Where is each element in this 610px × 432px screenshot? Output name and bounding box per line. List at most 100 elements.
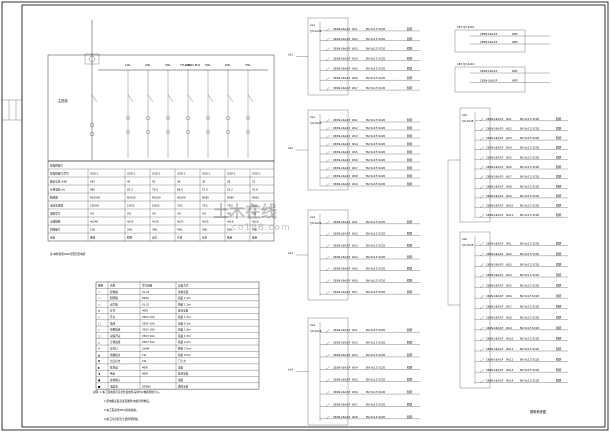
circuit-id: WL8: [506, 315, 512, 319]
breaker-text: C65N-16A/1P: [486, 368, 504, 372]
breaker-contact: [325, 77, 331, 81]
breaker-text: C65N-16A/1P: [333, 328, 351, 332]
circuit-id: WL5: [352, 150, 358, 154]
circuit-id: WL11: [506, 347, 514, 351]
breaker-text: C65N-16A/1P: [486, 175, 504, 179]
spec-cell: 57.0: [202, 188, 208, 192]
legend-cell: 墙装: [178, 365, 184, 369]
panel-feed: YJV-4x25: [310, 121, 322, 125]
spec-cell: YJV: [252, 212, 256, 216]
breaker-contact: [479, 127, 485, 131]
spec-cell: YJV: [152, 212, 156, 216]
legend-symbol: △: [98, 341, 100, 344]
panel-name: AL6: [462, 237, 467, 241]
breaker-text: C65N-16A/1P: [486, 262, 504, 266]
legend-cell: 排风扇: [110, 365, 118, 369]
drawing-title: 照明系统图: [530, 409, 546, 414]
legend-cell: 暗装 1.3m: [178, 315, 191, 319]
legend-cell: 壁装 2.5m: [178, 347, 191, 351]
breaker-text: C65N-16A/1P: [486, 379, 504, 383]
cable-text: BV-3x2.5 SC20: [520, 165, 539, 169]
legend-cell: PZ30: [142, 296, 149, 300]
legend-cell: 接地端子: [110, 378, 121, 382]
spec-cell: 75/5: [202, 204, 208, 208]
cable-text: BV-3x2.5 SC20: [366, 166, 385, 170]
load-text: 照明: [407, 37, 413, 41]
spec-cell: 4x35: [127, 220, 134, 224]
breaker-text: C65N-16A/1P: [486, 117, 504, 121]
circuit-id: WL2: [352, 126, 358, 130]
breaker-contact: [479, 146, 485, 150]
ct-icon: [206, 116, 210, 120]
feeder-tag: 5WL: [205, 63, 211, 67]
legend-symbol: □: [98, 335, 101, 338]
ct-icon: [126, 130, 130, 134]
breaker-contact: [325, 329, 331, 333]
load-text: 照明: [556, 155, 562, 159]
load-text: 照明: [556, 368, 562, 372]
load-text: 照明: [407, 390, 413, 394]
panel-name: AL2: [310, 115, 315, 119]
breaker-contact: [147, 94, 154, 103]
load-text: 照明: [407, 142, 413, 146]
circuit-id: WL4: [352, 365, 358, 369]
breaker-text: C65N-16A/1P: [333, 278, 351, 282]
spec-cell: GGD-1: [152, 172, 161, 176]
breaker-contact: [325, 378, 331, 382]
circuit-id: WL4: [352, 57, 358, 61]
breaker-contact: [479, 136, 485, 141]
load-text: 照明: [407, 27, 413, 31]
legend-cell: 暗装 1.8m: [178, 328, 191, 332]
panel-name: AL5: [462, 113, 467, 117]
cable-text: BV-3x2.5 SC20: [520, 262, 539, 266]
load-text: 照明: [407, 118, 413, 122]
spec-cell: 1000/5: [90, 204, 99, 208]
cable-text: BV-3x2.5 SC20: [366, 328, 385, 332]
legend-symbol: ◇: [98, 329, 100, 332]
legend-cell: 40W: [142, 365, 148, 369]
breaker-contact: [325, 390, 331, 395]
ct-icon: [126, 116, 130, 120]
cable-text: BV-3x2.5 SC20: [520, 204, 539, 208]
cable-text: BV-3x2.5 SC20: [366, 232, 385, 236]
load-text: 照明: [407, 267, 413, 271]
breaker-text: C65N-16A/1P: [486, 194, 504, 198]
circuit-id: WL14: [506, 379, 514, 383]
load-text: 照明: [556, 136, 562, 140]
legend-cell: XL-21: [142, 302, 150, 306]
cable-text: BV-3x2.5 SC20: [520, 273, 539, 277]
load-text: 照明: [407, 365, 413, 369]
cable-text: BV-3x2.5 SC20: [520, 358, 539, 362]
spec-cell: 6WL: [227, 228, 233, 232]
breaker-text: C65N-16A/1P: [333, 142, 351, 146]
breaker-text: C65N-16A/1P: [486, 204, 504, 208]
breaker-contact: [325, 27, 331, 32]
circuit-id: WL7: [506, 305, 512, 309]
load-text: 照明: [556, 347, 562, 351]
legend-symbol: ■: [98, 385, 101, 388]
load-text: 照明: [556, 241, 562, 245]
legend-symbol: ◑: [98, 373, 101, 376]
legend-cell: 墙装: [178, 378, 184, 382]
cable-text: BV-3x2.5 SC20: [366, 47, 385, 51]
cable-text: BV-3x2.5 SC20: [366, 174, 385, 178]
note-line: 3.本工程采用TN-S接地系统。: [104, 408, 139, 412]
cable-text: BV-3x2.5 SC20: [520, 315, 539, 319]
notes-block: 说明: 1.本工程电源引自室外变电所,采用YJV电缆埋地引入。2.配电箱安装高度…: [93, 390, 162, 421]
circuit-id: WL6: [506, 165, 512, 169]
panel-name: AP2 YJV-4x10: [457, 62, 475, 66]
cable-text: BV-3x2.5 SC20: [366, 37, 385, 41]
circuit-id: WL3: [352, 47, 358, 51]
circuit-id: WL8: [352, 174, 358, 178]
spec-cell: 42: [152, 180, 156, 184]
load-text: 照明: [407, 47, 413, 51]
inner-frame: [21, 4, 606, 428]
spec-cell: 41.8: [252, 188, 258, 192]
load-text: 照明: [556, 379, 562, 383]
load-text: 照明: [407, 174, 413, 178]
ct-icon: [246, 130, 250, 134]
spec-cell: 空调: [177, 236, 183, 240]
spec-cell: 50/5: [252, 204, 258, 208]
legend-cell: 电度表: [110, 384, 118, 388]
